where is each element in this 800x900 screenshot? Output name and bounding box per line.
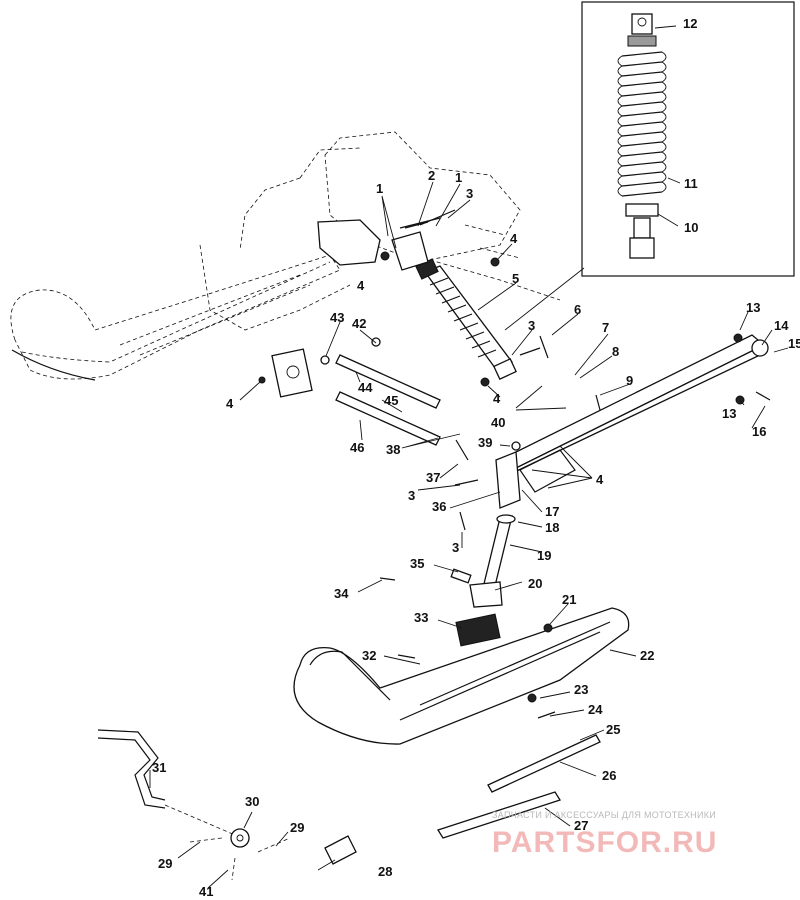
callout-27: 27 [574,818,588,833]
callout-3b: 3 [528,318,535,333]
callout-43: 43 [330,310,344,325]
leader-lines [149,181,789,889]
spindle [469,451,521,608]
shock-body [633,217,651,239]
callout-46: 46 [350,440,364,455]
watermark-caption: ЗАПЧАСТИ И АКСЕССУАРЫ ДЛЯ МОТОТЕХНИКИ [492,810,716,820]
fasteners [258,221,771,719]
stabilizer-bar [97,729,236,836]
trailing-arm [498,334,769,493]
callout-17: 17 [545,504,559,519]
callout-38: 38 [386,442,400,457]
ski-runner [437,734,601,839]
watermark: ЗАПЧАСТИ И АКСЕССУАРЫ ДЛЯ МОТОТЕХНИКИ PA… [492,810,717,859]
callout-28: 28 [378,864,392,879]
callout-4a: 4 [510,231,518,246]
callout-11: 11 [684,176,698,191]
callout-14: 14 [774,318,789,333]
callout-4e: 4 [596,472,604,487]
callout-4c: 4 [493,391,501,406]
callout-31: 31 [152,760,166,775]
callout-36: 36 [432,499,446,514]
watermark-brand: PARTSFOR.RU [492,826,717,859]
callout-40: 40 [491,415,505,430]
callout-3d: 3 [452,540,459,555]
callout-20: 20 [528,576,542,591]
front-shock [415,258,517,381]
callout-4b: 4 [357,278,365,293]
upper-bracket [317,209,456,271]
callout-21: 21 [562,592,576,607]
callout-26: 26 [602,768,616,783]
callout-19: 19 [537,548,551,563]
callout-6: 6 [574,302,581,317]
callout-1b: 1 [455,170,462,185]
callout-39: 39 [478,435,492,450]
callout-42: 42 [352,316,366,331]
callout-8: 8 [612,344,619,359]
lower-retainer [625,203,659,217]
small-hardware [189,828,357,881]
callout-9: 9 [626,373,633,388]
callout-41: 41 [199,884,213,899]
shock-bottom-eye [629,237,655,259]
callout-25: 25 [606,722,620,737]
callout-37: 37 [426,470,440,485]
callout-24: 24 [588,702,603,717]
ski-saddle [455,613,501,647]
coil-spring [617,51,667,197]
callout-35: 35 [410,556,424,571]
callout-15: 15 [788,336,800,351]
callout-10: 10 [684,220,698,235]
callout-1a: 1 [376,181,383,196]
callout-30: 30 [245,794,259,809]
callout-3c: 3 [408,488,415,503]
callout-13a: 13 [746,300,760,315]
callout-33: 33 [414,610,428,625]
chassis-outline [199,131,561,331]
callout-29b: 29 [158,856,172,871]
shock-top-eye [631,13,653,35]
inset-frame [581,1,795,277]
callout-12: 12 [683,16,697,31]
callout-29a: 29 [290,820,304,835]
callout-4d: 4 [226,396,234,411]
callout-44: 44 [358,380,373,395]
upper-ski-outline [10,254,341,381]
callout-16: 16 [752,424,766,439]
callout-22: 22 [640,648,654,663]
callout-5: 5 [512,271,519,286]
callout-32: 32 [362,648,376,663]
callout-2: 2 [428,168,435,183]
callout-18: 18 [545,520,559,535]
callout-34: 34 [334,586,349,601]
radius-rods [271,348,441,446]
callout-3a: 3 [466,186,473,201]
shock-detail-inset [581,1,795,277]
ski [293,607,630,745]
callout-7: 7 [602,320,609,335]
pivot-bracket [271,348,313,398]
callout-45: 45 [384,393,398,408]
spring-retainer [627,35,657,47]
callout-13b: 13 [722,406,736,421]
callout-23: 23 [574,682,588,697]
